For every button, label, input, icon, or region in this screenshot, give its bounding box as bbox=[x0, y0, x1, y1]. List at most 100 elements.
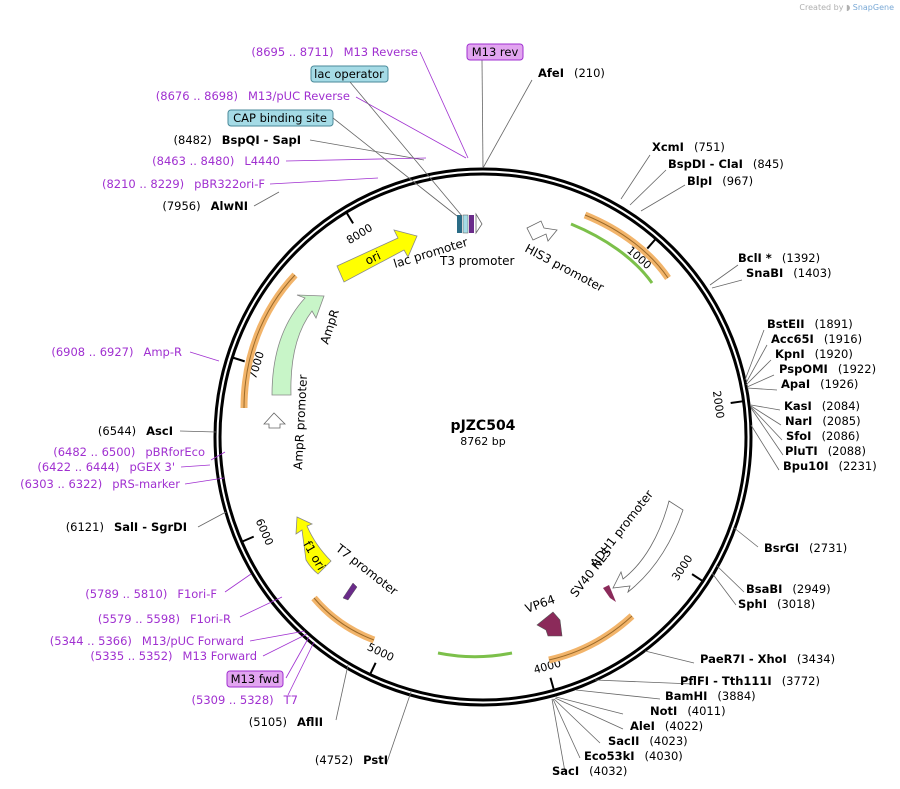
enzyme-label[interactable]: Eco53kI(4030) bbox=[584, 749, 683, 763]
feature-label-vp64: VP64 bbox=[523, 592, 557, 616]
green-arc-bottom bbox=[437, 651, 513, 659]
enzyme-label[interactable]: Acc65I(1916) bbox=[771, 332, 862, 346]
enzyme-label[interactable]: BspDI - ClaI(845) bbox=[668, 157, 784, 171]
enzyme-label[interactable]: BamHI(3884) bbox=[665, 689, 756, 703]
primer-label[interactable]: (8210 .. 8229)pBR322ori-F bbox=[102, 177, 265, 191]
enzyme-label[interactable]: Bpu10I(2231) bbox=[783, 459, 877, 473]
cap-site-label: CAP binding site bbox=[233, 111, 327, 125]
enzyme-label[interactable]: (7956)AlwNI bbox=[162, 199, 248, 213]
enzyme-label[interactable]: AfeI (210) bbox=[538, 66, 605, 80]
m13-fwd-label: M13 fwd bbox=[231, 672, 280, 686]
lac-operator-box bbox=[310, 65, 389, 83]
enzyme-label[interactable]: PspOMI(1922) bbox=[779, 362, 876, 376]
f1-ori-arrow[interactable] bbox=[295, 516, 332, 575]
enzyme-label[interactable]: SnaBI (1403) bbox=[746, 266, 832, 280]
enzyme-label[interactable]: SacII(4023) bbox=[608, 734, 688, 748]
enzyme-label[interactable]: SacI(4032) bbox=[552, 764, 627, 778]
m13-fwd-box bbox=[226, 670, 284, 688]
primer-name: M13 Reverse bbox=[344, 45, 418, 59]
primer-label[interactable]: (5789 .. 5810)F1ori-F bbox=[85, 587, 217, 601]
enzyme-label[interactable]: PaeR7I - XhoI(3434) bbox=[700, 652, 835, 666]
enzyme-position: (751) bbox=[694, 140, 725, 154]
primer-range: (5344 .. 5366) bbox=[50, 634, 132, 648]
enzyme-position: (1922) bbox=[838, 362, 876, 376]
ampr-promoter-arrow[interactable] bbox=[263, 412, 286, 429]
his3-promoter-arrow[interactable] bbox=[526, 220, 558, 242]
enzyme-label[interactable]: BsaBI(2949) bbox=[746, 582, 831, 596]
orf-arcs bbox=[240, 211, 671, 664]
enzyme-name: AfeI bbox=[538, 66, 564, 80]
tick-label: 5000 bbox=[365, 641, 396, 665]
primer-range: (8676 .. 8698) bbox=[156, 89, 238, 103]
primer-label[interactable]: (5309 .. 5328)T7 bbox=[192, 693, 298, 707]
enzyme-label[interactable]: SfoI(2086) bbox=[786, 429, 860, 443]
enzyme-label[interactable]: PflFI - Tth111I(3772) bbox=[680, 674, 820, 688]
ampr-arrow[interactable] bbox=[271, 294, 325, 396]
enzyme-name: AleI bbox=[630, 719, 655, 733]
feature-label-t7-promoter: T7 promoter bbox=[332, 541, 400, 599]
enzyme-label[interactable]: (5105)AflII bbox=[249, 715, 323, 729]
feature-label-ampr: AmpR bbox=[318, 307, 342, 345]
backbone bbox=[213, 167, 753, 707]
enzyme-position: (3018) bbox=[777, 597, 815, 611]
primer-label[interactable]: (8463 .. 8480)L4440 bbox=[152, 154, 280, 168]
enzyme-label[interactable]: SphI(3018) bbox=[738, 597, 815, 611]
primer-label[interactable]: (6422 .. 6444)pGEX 3' bbox=[37, 460, 175, 474]
enzyme-label[interactable]: BsrGI(2731) bbox=[764, 541, 847, 555]
primer-label[interactable]: (6908 .. 6927)Amp-R bbox=[51, 345, 182, 359]
enzyme-name: ApaI bbox=[781, 377, 810, 391]
feature-label-ampr-promoter: AmpR promoter bbox=[291, 374, 310, 470]
primer-name: L4440 bbox=[244, 154, 280, 168]
enzyme-label[interactable]: BclI *(1392) bbox=[738, 251, 820, 265]
enzyme-name: BspDI - ClaI bbox=[668, 157, 743, 171]
enzyme-label[interactable]: (4752)PstI bbox=[315, 753, 388, 767]
primer-name: M13 Forward bbox=[183, 649, 257, 663]
enzyme-position: (4022) bbox=[665, 719, 703, 733]
enzyme-name: Eco53kI bbox=[584, 749, 635, 763]
primer-range: (5579 .. 5598) bbox=[98, 612, 180, 626]
primer-label[interactable]: (6482 .. 6500)pBRforEco bbox=[53, 445, 205, 459]
primer-label[interactable]: (5344 .. 5366)M13/pUC Forward bbox=[50, 634, 244, 648]
enzyme-label[interactable]: BlpI(967) bbox=[687, 174, 753, 188]
enzyme-name: SnaBI bbox=[746, 266, 783, 280]
adh1-promoter-arrow[interactable] bbox=[612, 500, 684, 594]
enzyme-label[interactable]: ApaI(1926) bbox=[781, 377, 858, 391]
enzyme-position: (210) bbox=[574, 66, 605, 80]
credit-prefix: Created by bbox=[799, 3, 844, 12]
snapgene-logo-icon: ◗ bbox=[845, 3, 851, 12]
enzyme-name: AflII bbox=[297, 715, 323, 729]
primer-label[interactable]: (8676 .. 8698)M13/pUC Reverse bbox=[156, 89, 350, 103]
enzyme-label[interactable]: (6544)AscI bbox=[98, 424, 173, 438]
primer-range: (8695 .. 8711) bbox=[251, 45, 333, 59]
enzyme-position: (1403) bbox=[793, 266, 831, 280]
enzyme-label[interactable]: PluTI(2088) bbox=[785, 444, 866, 458]
enzyme-name: BstEII bbox=[767, 317, 805, 331]
primer-label[interactable]: (6303 .. 6322)pRS-marker bbox=[20, 477, 180, 491]
enzyme-name: KpnI bbox=[775, 347, 805, 361]
primer-name: pGEX 3' bbox=[130, 460, 176, 474]
enzyme-label[interactable]: (6121)SalI - SgrDI bbox=[66, 520, 187, 534]
enzyme-name: PflFI - Tth111I bbox=[680, 674, 772, 688]
enzyme-label[interactable]: NarI(2085) bbox=[785, 414, 861, 428]
tick-label: 3000 bbox=[669, 553, 695, 584]
enzyme-label[interactable]: KpnI(1920) bbox=[775, 347, 853, 361]
primer-label[interactable]: (8695 .. 8711) M13 Reverse bbox=[251, 45, 418, 59]
enzyme-position: (1891) bbox=[815, 317, 853, 331]
ori-arrow[interactable] bbox=[336, 229, 418, 283]
primer-range: (5335 .. 5352) bbox=[90, 649, 172, 663]
primer-label[interactable]: (5335 .. 5352) M13 Forward bbox=[90, 649, 257, 663]
tick-mark bbox=[369, 662, 377, 675]
enzyme-labels-right: AfeI (210) XcmI(751) BspDI - ClaI(845) BlpI(… bbox=[538, 66, 877, 778]
leader-lines bbox=[179, 59, 784, 773]
enzyme-label[interactable]: XcmI(751) bbox=[652, 140, 725, 154]
primer-label[interactable]: (5579 .. 5598)F1ori-R bbox=[98, 612, 231, 626]
primer-name: T7 bbox=[283, 693, 298, 707]
enzyme-name: Bpu10I bbox=[783, 459, 828, 473]
enzyme-label[interactable]: (8482)BspQI - SapI bbox=[174, 133, 301, 147]
enzyme-label[interactable]: NotI(4011) bbox=[650, 704, 726, 718]
enzyme-label[interactable]: AleI (4022) bbox=[630, 719, 703, 733]
vp64-arrow[interactable] bbox=[536, 611, 563, 637]
enzyme-label[interactable]: KasI(2084) bbox=[784, 399, 860, 413]
enzyme-label[interactable]: BstEII (1891) bbox=[767, 317, 853, 331]
enzyme-position: (4752) bbox=[315, 753, 353, 767]
